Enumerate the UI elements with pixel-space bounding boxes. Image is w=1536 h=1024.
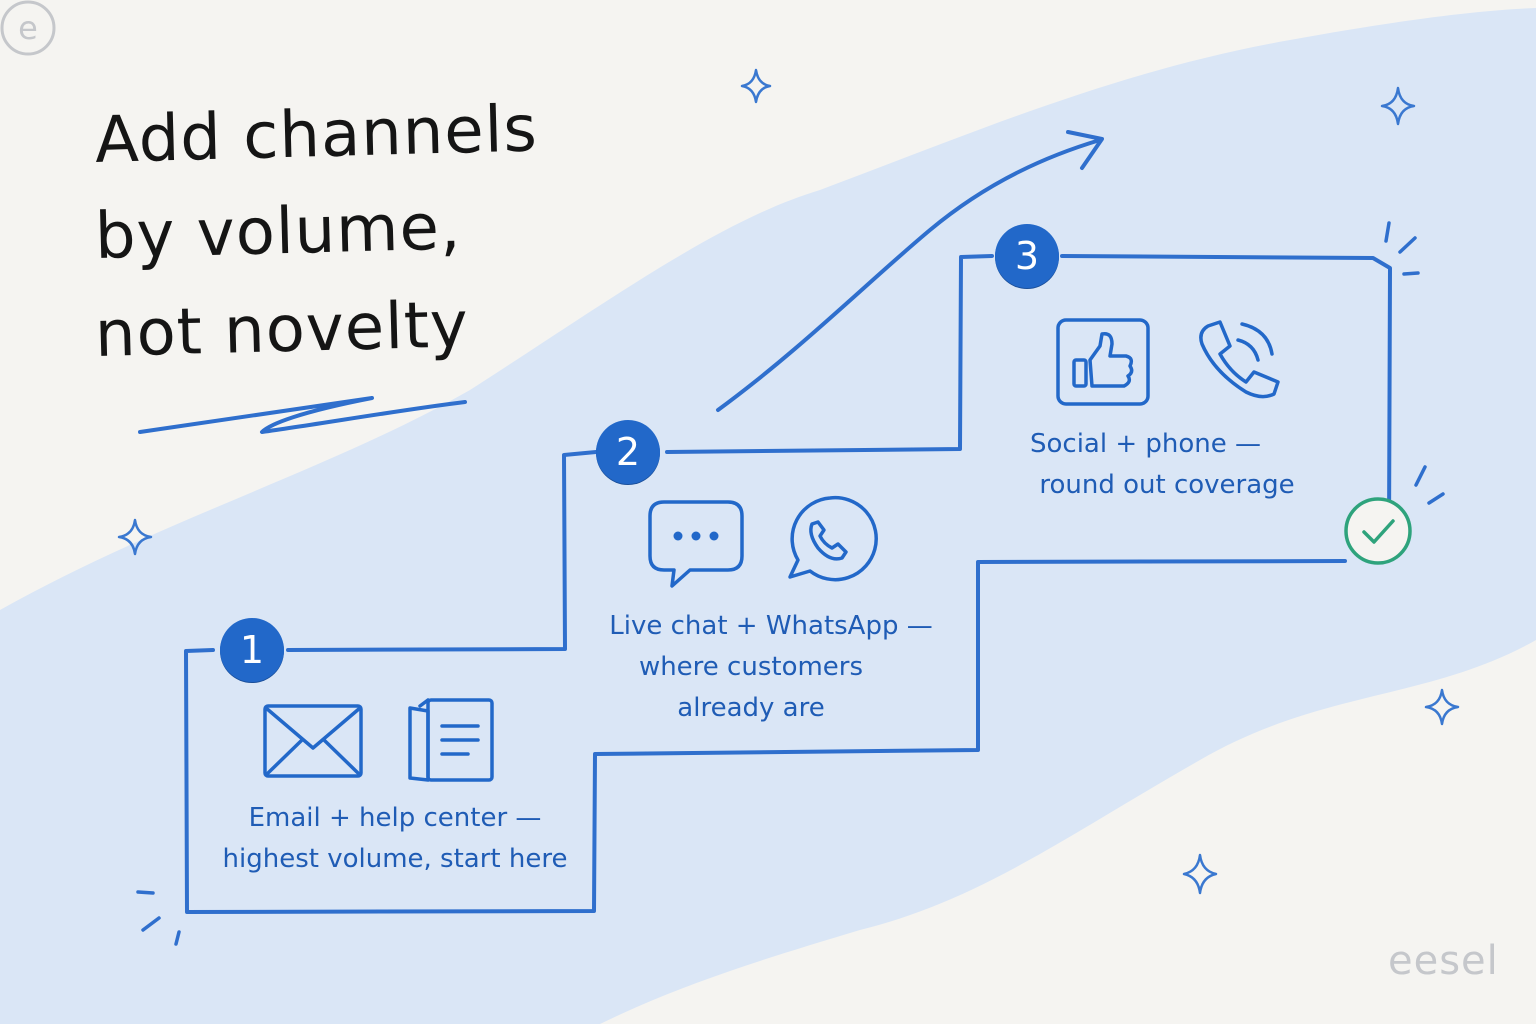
envelope-icon xyxy=(263,704,363,778)
step-2-caption-line: Live chat + WhatsApp — xyxy=(609,611,933,641)
accent-dashes xyxy=(136,221,1445,946)
step-1-caption-line: highest volume, start here xyxy=(222,844,568,874)
sparkle-icon xyxy=(117,68,1460,895)
step-2-caption-line: where customers xyxy=(638,652,864,682)
chat-dots xyxy=(673,531,719,541)
phone-icon xyxy=(1199,320,1280,399)
eesel-logo-text: eesel xyxy=(1388,938,1499,984)
title-line-2: by volume, xyxy=(94,190,463,274)
title-line-1: Add channels xyxy=(94,92,539,178)
help-center-book-icon xyxy=(408,698,494,782)
growth-arrow-icon xyxy=(716,130,1104,412)
thumbs-up-icon xyxy=(1056,318,1150,406)
eesel-logo-mark: e xyxy=(0,0,56,56)
title-line-3: not novelty xyxy=(94,288,470,372)
step-2-caption: Live chat + WhatsApp — where customers a… xyxy=(598,606,944,729)
step-3-badge: 3 xyxy=(995,224,1059,288)
title-underline xyxy=(138,396,467,434)
background-band xyxy=(0,8,1536,1024)
step-2-badge: 2 xyxy=(596,420,660,484)
step-3-caption-line: round out coverage xyxy=(1039,470,1295,500)
chat-bubble-icon xyxy=(648,500,744,588)
step-1-caption-line: Email + help center — xyxy=(248,803,542,833)
whatsapp-icon xyxy=(788,495,878,582)
step-3-caption: Social + phone — round out coverage xyxy=(1018,424,1316,506)
check-circle-icon xyxy=(1344,497,1412,565)
step-3-caption-line: Social + phone — xyxy=(1030,429,1262,459)
staircase-outline xyxy=(184,254,1392,914)
eesel-logo-letter: e xyxy=(18,9,38,47)
step-2-caption-line: already are xyxy=(677,693,825,723)
step-1-badge: 1 xyxy=(220,618,284,682)
step-1-caption: Email + help center — highest volume, st… xyxy=(210,798,580,880)
